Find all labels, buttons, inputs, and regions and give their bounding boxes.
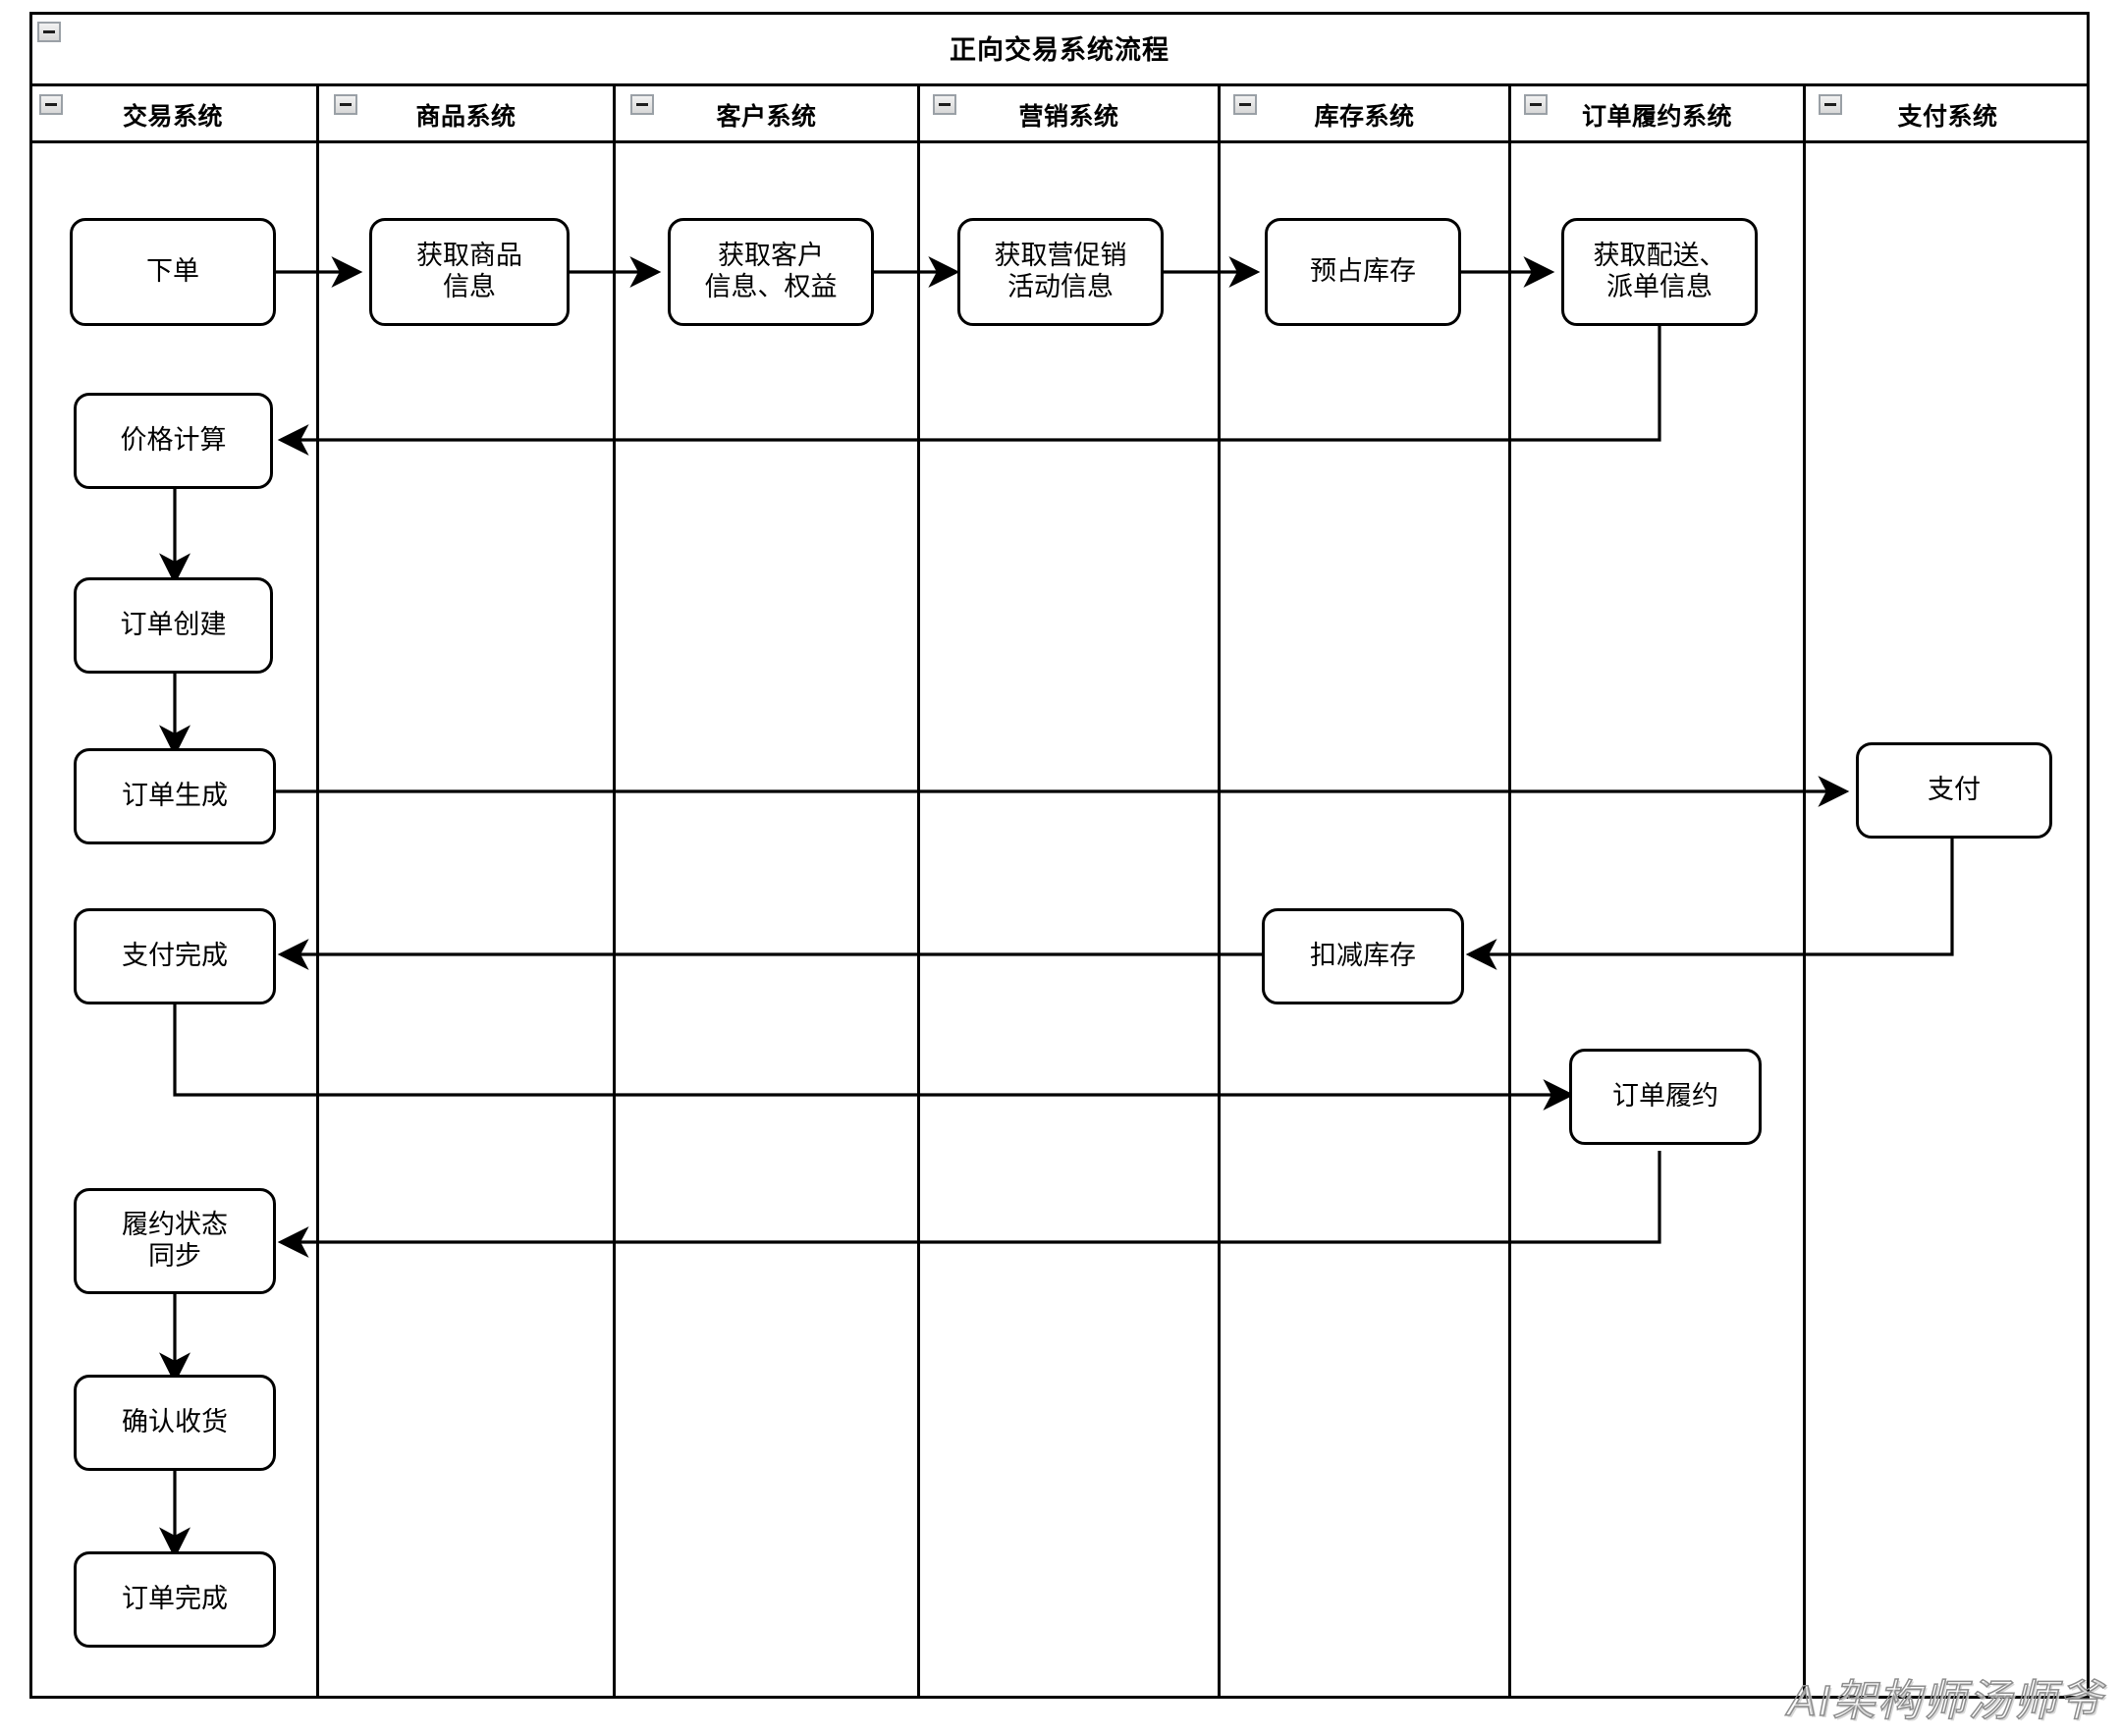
lane-customer: 客户系统: [616, 86, 920, 1699]
collapse-icon-pool[interactable]: [37, 22, 61, 42]
node-payment[interactable]: 支付: [1856, 742, 2052, 839]
lane-label-payment: 支付系统: [1897, 103, 1998, 131]
watermark: AI架构师汤师爷: [1787, 1676, 2103, 1726]
lane-label-marketing: 营销系统: [1018, 103, 1119, 131]
node-fetch-product-info[interactable]: 获取商品 信息: [369, 218, 570, 326]
node-fetch-customer-info[interactable]: 获取客户 信息、权益: [668, 218, 874, 326]
node-order-create[interactable]: 订单创建: [74, 577, 273, 674]
lane-fulfilment: 订单履约系统: [1511, 86, 1806, 1699]
node-place-order[interactable]: 下单: [70, 218, 276, 326]
node-payment-completed[interactable]: 支付完成: [74, 908, 276, 1004]
collapse-icon-lane-marketing[interactable]: [933, 94, 956, 115]
lane-label-fulfilment: 订单履约系统: [1581, 103, 1732, 131]
lane-label-trade: 交易系统: [122, 103, 223, 131]
node-fulfilment-status-sync[interactable]: 履约状态 同步: [74, 1188, 276, 1294]
collapse-icon-lane-customer[interactable]: [630, 94, 654, 115]
lane-inventory: 库存系统: [1221, 86, 1511, 1699]
lane-header-payment[interactable]: 支付系统: [1806, 86, 2090, 143]
lane-label-inventory: 库存系统: [1314, 103, 1415, 131]
lane-header-band: [29, 86, 2090, 143]
lane-label-customer: 客户系统: [716, 103, 817, 131]
node-reserve-inventory[interactable]: 预占库存: [1265, 218, 1461, 326]
pool-title-band: 正向交易系统流程: [29, 12, 2090, 86]
collapse-icon-lane-fulfilment[interactable]: [1524, 94, 1548, 115]
lane-header-customer[interactable]: 客户系统: [616, 86, 917, 143]
node-fetch-promotion-info[interactable]: 获取营促销 活动信息: [957, 218, 1164, 326]
node-order-generated[interactable]: 订单生成: [74, 748, 276, 844]
node-confirm-receipt[interactable]: 确认收货: [74, 1375, 276, 1471]
lane-payment: 支付系统: [1806, 86, 2090, 1699]
node-order-fulfilment[interactable]: 订单履约: [1569, 1049, 1762, 1145]
lane-label-product: 商品系统: [415, 103, 517, 131]
collapse-icon-lane-trade[interactable]: [39, 94, 63, 115]
collapse-icon-lane-product[interactable]: [334, 94, 357, 115]
page-title: 正向交易系统流程: [950, 35, 1169, 65]
lane-product: 商品系统: [319, 86, 616, 1699]
lane-header-trade[interactable]: 交易系统: [29, 86, 316, 143]
lane-header-product[interactable]: 商品系统: [319, 86, 613, 143]
node-fetch-delivery-info[interactable]: 获取配送、 派单信息: [1561, 218, 1758, 326]
collapse-icon-lane-payment[interactable]: [1819, 94, 1842, 115]
collapse-icon-lane-inventory[interactable]: [1233, 94, 1257, 115]
node-order-completed[interactable]: 订单完成: [74, 1551, 276, 1648]
lane-header-fulfilment[interactable]: 订单履约系统: [1511, 86, 1803, 143]
lane-header-inventory[interactable]: 库存系统: [1221, 86, 1508, 143]
lane-header-marketing[interactable]: 营销系统: [920, 86, 1218, 143]
lane-marketing: 营销系统: [920, 86, 1221, 1699]
lane-trade: 交易系统: [29, 86, 319, 1699]
node-price-calculation[interactable]: 价格计算: [74, 393, 273, 489]
node-deduct-inventory[interactable]: 扣减库存: [1262, 908, 1464, 1004]
